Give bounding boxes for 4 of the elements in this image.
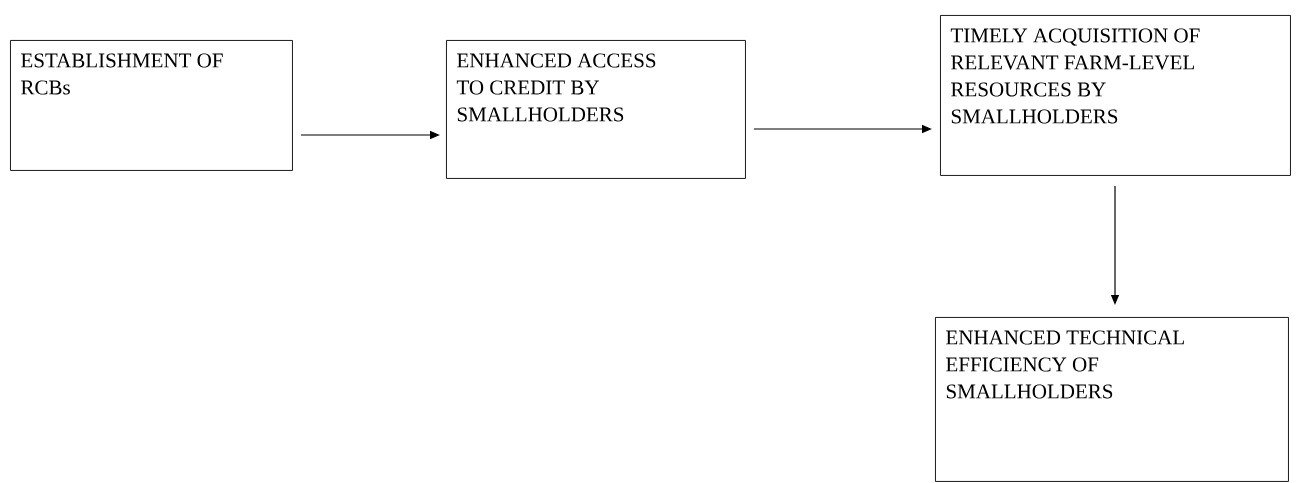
process-box: ENHANCED ACCESS TO CREDIT BY SMALLHOLDERS: [446, 40, 746, 179]
process-box: ENHANCED TECHNICAL EFFICIENCY OF SMALLHOLDERS: [935, 317, 1289, 482]
process-box: ESTABLISHMENT OF RCBs: [10, 40, 293, 171]
process-box: TIMELY ACQUISITION OF RELEVANT FARM-LEVEL RESOURCES BY SMALLHOLDERS: [940, 15, 1291, 176]
